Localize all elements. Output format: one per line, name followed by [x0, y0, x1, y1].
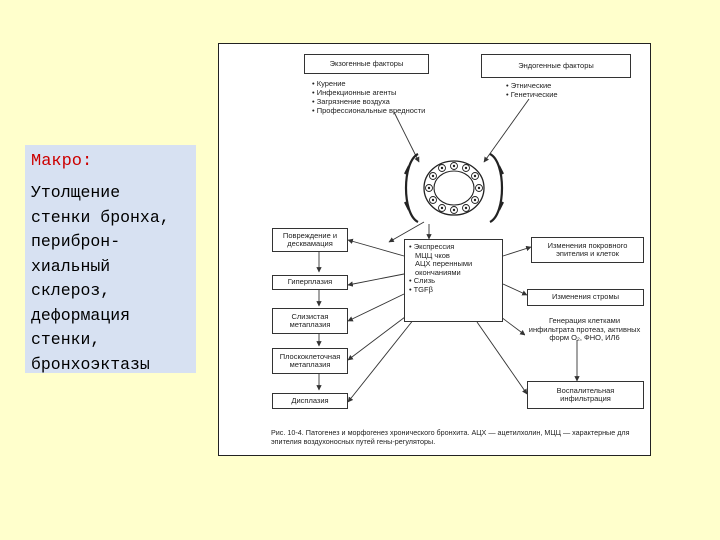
arrow-exo-to-bronchus — [393, 111, 420, 163]
macro-line-2: стенки бронха, — [31, 207, 170, 227]
center-line-2: МЦЦ чков — [415, 250, 450, 260]
arrow-endo-to-bronchus — [483, 98, 530, 163]
exogenous-factors-box: Экзогенные факторы — [304, 54, 429, 74]
stroma-changes-box: Изменения стромы — [527, 289, 644, 306]
hyperplasia-box: Гиперплазия — [272, 275, 348, 290]
macro-line-3: периброн- — [31, 232, 121, 251]
inflammatory-infiltration-box: Воспалительная инфильтрация — [527, 381, 644, 409]
bronchus-cross-section-icon — [404, 153, 504, 223]
macro-line-1: Утолщение — [31, 183, 121, 202]
mucous-metaplasia-box: Слизистая метаплазия — [272, 308, 348, 334]
exogenous-factor-3: • Загрязнение воздуха — [312, 97, 390, 106]
epithelium-changes-box: Изменения покровного эпителия и клеток — [531, 237, 644, 263]
arrow-center-to-damage — [347, 238, 405, 257]
exogenous-factor-4: • Профессиональные вредности — [312, 106, 426, 115]
center-mechanisms-box: • Экспрессия МЦЦ чков АЦХ перенными окон… — [404, 239, 503, 322]
macro-line-6: деформация — [31, 305, 131, 325]
center-line-4: окончаниями — [415, 267, 461, 277]
pathogenesis-figure: Экзогенные факторы Эндогенные факторы • … — [218, 43, 651, 456]
arrow-center-to-dysplasia — [347, 318, 415, 403]
center-line-6: • TGFβ — [409, 284, 433, 294]
macro-description-panel: Макро: Утолщение стенки бронха, периброн… — [25, 145, 196, 374]
arrow-center-to-hyperplasia — [347, 273, 405, 287]
squamous-metaplasia-box: Плоскоклеточная метаплазия — [272, 348, 348, 374]
macro-line-5: склероз, — [31, 281, 111, 300]
exogenous-factor-2: • Инфекционные агенты — [312, 88, 397, 97]
arrow-center-to-inflammation — [476, 321, 528, 395]
arrow-center-to-stroma — [502, 283, 528, 296]
macro-heading: Макро: — [31, 152, 93, 171]
arrow-center-to-squamous — [347, 313, 410, 361]
endogenous-factor-1: • Этнические — [506, 81, 552, 90]
figure-caption: Рис. 10-4. Патогенез и морфогенез хронич… — [271, 428, 630, 446]
arrow-center-to-metaplasia — [347, 293, 405, 322]
center-line-3: АЦХ перенными — [415, 259, 473, 268]
arrow-center-to-epithelium — [502, 245, 532, 257]
macro-line-7: стенки, — [31, 330, 101, 349]
dysplasia-box: Дисплазия — [272, 393, 348, 409]
exogenous-factor-1: • Курение — [312, 79, 346, 88]
arrow-bronchus-to-damage — [388, 221, 425, 243]
center-line-5: • Слизь — [409, 276, 436, 285]
macro-line-8: бронхоэктазы — [31, 354, 150, 374]
center-line-1: • Экспрессия — [409, 242, 455, 251]
protease-generation-box: Генерация клетками инфильтрата протеаз, … — [525, 317, 644, 342]
damage-desquamation-box: Повреждение и десквамация — [272, 228, 348, 252]
endogenous-factor-2: • Генетические — [506, 90, 558, 99]
macro-line-4: хиальный — [31, 256, 111, 276]
endogenous-factors-box: Эндогенные факторы — [481, 54, 631, 78]
